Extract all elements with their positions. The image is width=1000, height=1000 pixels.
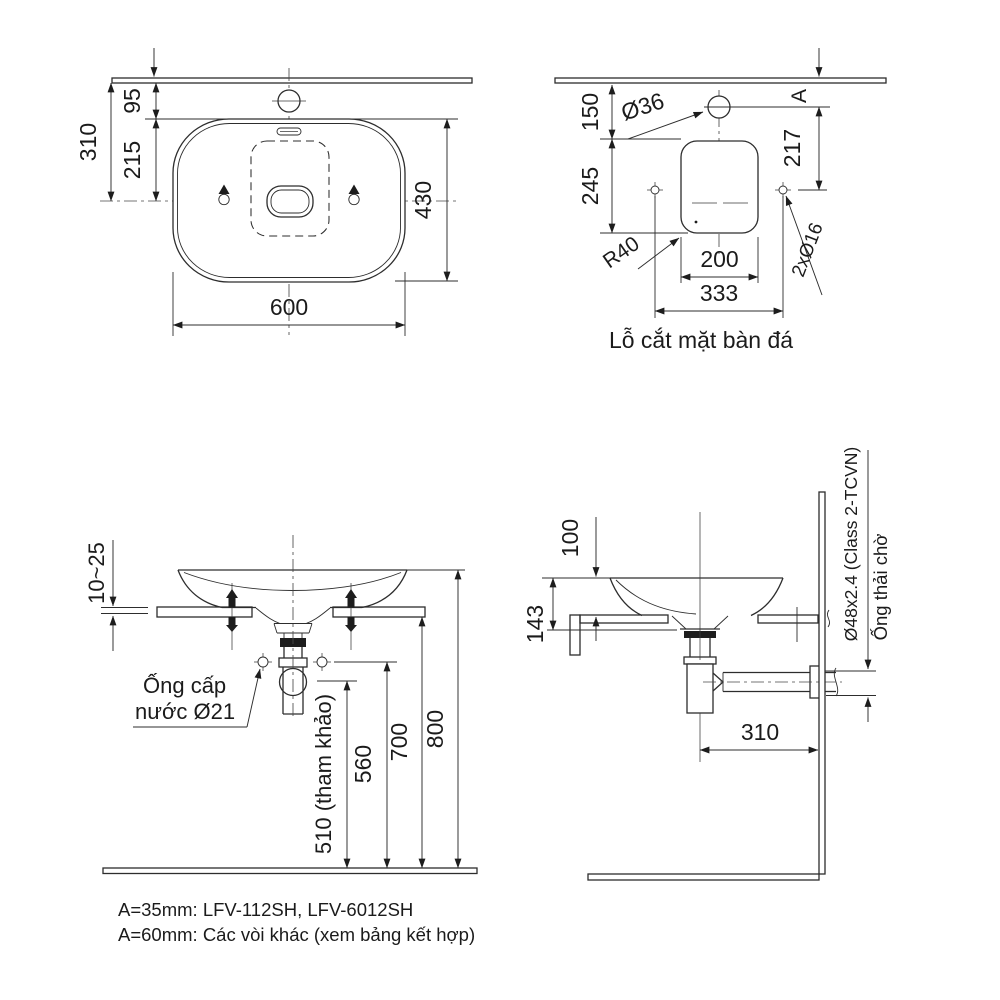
dim-100-label: 100 xyxy=(557,519,583,557)
dim-143-label: 143 xyxy=(522,605,548,643)
counter-wall-break xyxy=(826,609,831,628)
cutout-dot xyxy=(694,220,698,224)
corner-radius-leader xyxy=(637,237,680,270)
counter-edge-bar xyxy=(111,77,473,84)
cutout-caption: Lỗ cắt mặt bàn đá xyxy=(609,327,793,353)
dim-333-label: 333 xyxy=(700,280,738,306)
mount-hole-left-icon xyxy=(647,182,663,198)
clamp-left-front xyxy=(226,583,238,650)
dim-245-label: 245 xyxy=(577,167,603,205)
footer-notes: A=35mm: LFV-112SH, LFV-6012SH A=60mm: Cá… xyxy=(118,899,475,945)
side-holes-leader xyxy=(785,195,823,296)
waste-stub-label: Ống thải chờ xyxy=(870,534,891,641)
supply-hole-left-icon xyxy=(254,653,272,671)
supply-label-line2: nước Ø21 xyxy=(135,699,235,724)
dim-700-label: 700 xyxy=(386,723,412,761)
dim-A-label: A xyxy=(788,89,811,103)
dim-95-label: 95 xyxy=(119,88,145,114)
basin-side xyxy=(609,577,784,617)
floor-line xyxy=(587,873,820,881)
counter-slab-right xyxy=(757,614,819,624)
mount-hole-right-icon xyxy=(775,182,791,198)
cutout-view: A 217 150 245 200 xyxy=(554,48,887,353)
wall-line xyxy=(818,491,826,875)
cutout-template-dashed xyxy=(250,140,330,237)
footer-line1: A=35mm: LFV-112SH, LFV-6012SH xyxy=(118,899,413,920)
dim-217-label: 217 xyxy=(779,129,805,167)
dim-10-25-label: 10~25 xyxy=(84,542,109,604)
counter-slab-left xyxy=(156,606,253,618)
dim-200-label: 200 xyxy=(700,246,738,272)
counter-edge-bar xyxy=(554,77,887,84)
dim-600-label: 600 xyxy=(270,294,308,320)
dim-510-label: 510 (tham khảo) xyxy=(311,694,336,854)
basin-inner-rim xyxy=(177,123,401,278)
faucet-hole-leader xyxy=(627,111,704,140)
dim-800-label: 800 xyxy=(422,710,448,748)
waste-pipe-label: Ø48x2.4 (Class 2-TCVN) xyxy=(841,447,861,642)
drain-outer xyxy=(266,185,314,218)
dim-430-label: 430 xyxy=(410,181,436,219)
dim-310-label: 310 xyxy=(75,123,101,161)
dim-560-label: 560 xyxy=(350,745,376,783)
supply-hole-right-icon xyxy=(313,653,331,671)
basin-front xyxy=(177,569,408,609)
clamp-right-front xyxy=(345,583,357,650)
counter-slab-left xyxy=(579,614,669,624)
counter-apron xyxy=(569,614,581,656)
clamp-right-icon xyxy=(348,184,360,206)
side-view: 100 143 310 Ø48x2.4 (Class 2-TCVN) Ống t… xyxy=(522,447,891,881)
drain-inner xyxy=(270,189,310,214)
clamp-left-icon xyxy=(218,184,230,206)
counter-slab-right xyxy=(332,606,426,618)
dim-310-side-label: 310 xyxy=(741,719,779,745)
drain-assembly-front xyxy=(255,535,331,718)
supply-label-line1: Ống cấp xyxy=(143,672,226,698)
front-view: 10~25 xyxy=(84,535,478,875)
floor-line xyxy=(102,867,478,875)
supply-leader xyxy=(246,668,262,728)
cutout-outline xyxy=(680,140,759,234)
top-view: 95 215 310 430 600 xyxy=(75,48,473,336)
dim-150-label: 150 xyxy=(577,93,603,131)
dim-215-label: 215 xyxy=(119,141,145,179)
footer-line2: A=60mm: Các vòi khác (xem bảng kết hợp) xyxy=(118,924,475,945)
